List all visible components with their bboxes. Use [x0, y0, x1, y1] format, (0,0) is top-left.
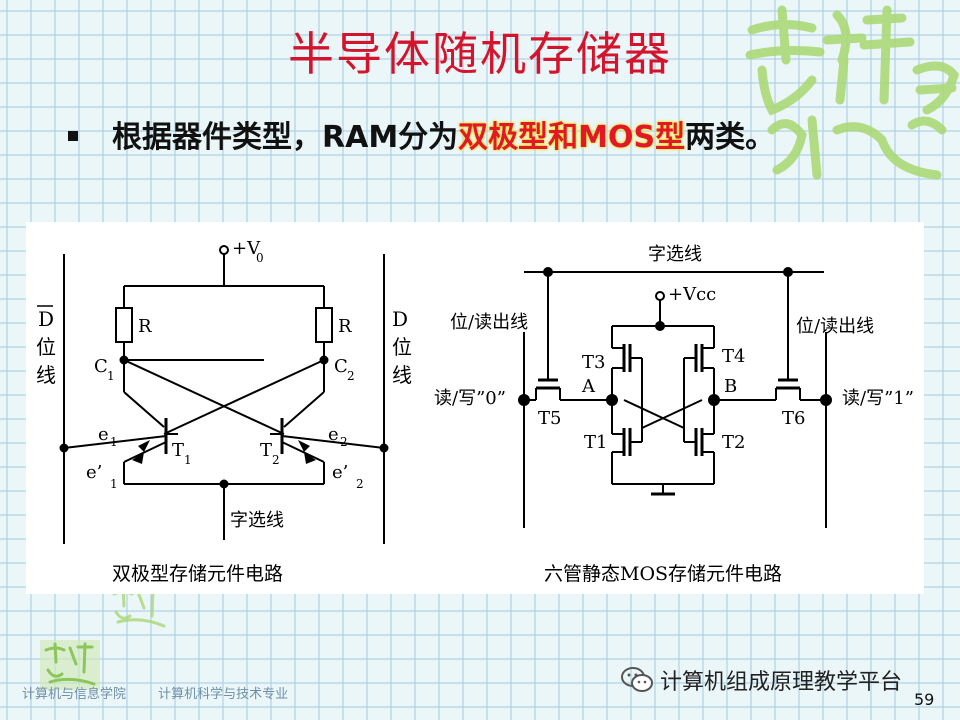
bullet-point: 根据器件类型，RAM分为双极型和MOS型两类。: [68, 112, 775, 156]
node-b-label: B: [724, 376, 737, 397]
resistor-right-label: R: [338, 316, 352, 337]
right-word-line-label: 字选线: [648, 244, 702, 265]
node-a-label: A: [581, 376, 596, 397]
left-bitline-char-2: 线: [36, 363, 56, 387]
t1-mos-label: T1: [584, 432, 607, 453]
t2-subscript: 2: [272, 453, 280, 467]
t6-label: T6: [782, 408, 805, 429]
right-bitline-char-2: 线: [392, 363, 412, 387]
read-write-1-label: 读/写”1”: [842, 388, 914, 409]
ep2-label: e’: [332, 462, 348, 483]
t1-subscript: 1: [184, 453, 192, 467]
vcc-label: +Vcc: [668, 284, 716, 305]
bullet-text-suffix: 两类。: [685, 120, 776, 155]
left-bit-read-line-label: 位/读出线: [450, 312, 528, 333]
footer-institution: 计算机与信息学院 计算机科学与技术专业: [22, 683, 316, 702]
c1-label: C: [94, 356, 108, 377]
right-bitline-char-1: 位: [392, 335, 412, 359]
bullet-text-prefix: 根据器件类型，RAM分为: [112, 120, 459, 155]
left-caption: 双极型存储元件电路: [112, 563, 283, 585]
auspicious-logo-top-right: [742, 0, 960, 194]
mos-cell-diagram: [518, 267, 832, 528]
left-bitline-label: D: [38, 307, 54, 331]
circuit-figure: +V 0 R R C 1 C 2 T 1 T 2 e 1 e 2 e’ 1 e’…: [26, 222, 924, 594]
ep1-subscript: 1: [110, 477, 118, 491]
auspicious-logo-bottom-left: [40, 640, 100, 694]
slide-title: 半导体随机存储器: [288, 27, 672, 81]
supply-label: +V: [232, 238, 261, 259]
brand-text: 计算机组成原理教学平台: [660, 670, 903, 695]
c1-subscript: 1: [107, 369, 115, 383]
bullet-highlight: 双极型和MOS型: [458, 120, 686, 155]
right-bitline-label: D: [392, 307, 408, 331]
read-write-0-label: 读/写”0”: [434, 388, 506, 409]
e1-label: e: [98, 424, 109, 445]
e1-subscript: 1: [110, 435, 118, 449]
t4-label: T4: [722, 346, 745, 367]
right-caption: 六管静态MOS存储元件电路: [544, 563, 782, 585]
wechat-icon: [620, 666, 654, 700]
t2-label: T: [260, 440, 272, 461]
e2-label: e: [328, 424, 339, 445]
footer-major: 计算机科学与技术专业: [158, 687, 289, 702]
t3-label: T3: [582, 352, 605, 373]
page-number: 59: [914, 690, 935, 709]
t1-label: T: [172, 440, 184, 461]
left-bitline-char-1: 位: [36, 335, 56, 359]
bullet-square-icon: [68, 130, 78, 141]
resistor-left-label: R: [138, 316, 152, 337]
footer-school: 计算机与信息学院: [22, 687, 127, 702]
ep2-subscript: 2: [356, 477, 364, 491]
t5-label: T5: [538, 408, 561, 429]
bipolar-cell-diagram: [59, 245, 389, 544]
c2-label: C: [334, 356, 348, 377]
left-word-line-label: 字选线: [230, 510, 284, 531]
e2-subscript: 2: [340, 435, 348, 449]
t2-mos-label: T2: [722, 432, 745, 453]
ep1-label: e’: [86, 462, 102, 483]
right-bit-read-line-label: 位/读出线: [796, 316, 874, 337]
supply-subscript: 0: [256, 251, 264, 265]
c2-subscript: 2: [347, 369, 355, 383]
brand-watermark: 计算机组成原理教学平台: [620, 664, 902, 700]
